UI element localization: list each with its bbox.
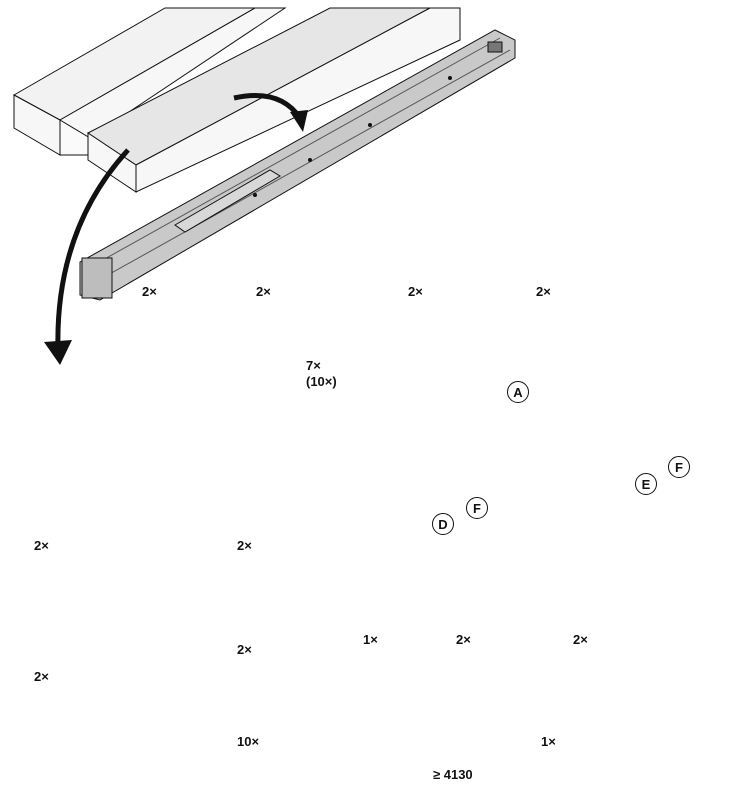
fastener-label-e: E bbox=[635, 473, 657, 495]
fastener-label-d: D bbox=[432, 513, 454, 535]
qty-spring-nut-plate: 2× bbox=[456, 632, 471, 647]
qty-header-bracket: 2× bbox=[34, 669, 49, 684]
qty-clip-bracket: 2× bbox=[237, 538, 252, 553]
arrow-head-icon bbox=[44, 340, 72, 365]
qty-curved-rail: 2× bbox=[408, 284, 423, 299]
qty-rail-with-carriage: 2× bbox=[142, 284, 157, 299]
qty-end-cap: 2× bbox=[573, 632, 588, 647]
fastener-label-f-bag1: F bbox=[466, 497, 488, 519]
rail-with-carriage bbox=[79, 29, 516, 301]
fastener-label-a: A bbox=[507, 381, 529, 403]
arrow-to-bottom-boxes-icon bbox=[55, 148, 130, 351]
qty-optional-inset: 1× bbox=[541, 734, 556, 749]
qty-double-clip: 1× bbox=[363, 632, 378, 647]
qty-roller-bracket: 2× bbox=[237, 642, 252, 657]
qty-rail-extension: 2× bbox=[256, 284, 271, 299]
door-width-dimension: ≥ 4130 bbox=[431, 767, 475, 782]
qty-ceiling-hanger-alt: (10×) bbox=[306, 374, 337, 389]
arrow-head-icon bbox=[290, 110, 308, 132]
packaging-box-long-2 bbox=[87, 7, 461, 193]
qty-angle-bracket: 10× bbox=[237, 734, 260, 749]
qty-ceiling-hanger: 7× bbox=[306, 358, 321, 373]
qty-wire-rope: 2× bbox=[536, 284, 551, 299]
qty-pulley-bracket: 2× bbox=[34, 538, 49, 553]
fastener-label-f-bag2: F bbox=[668, 456, 690, 478]
